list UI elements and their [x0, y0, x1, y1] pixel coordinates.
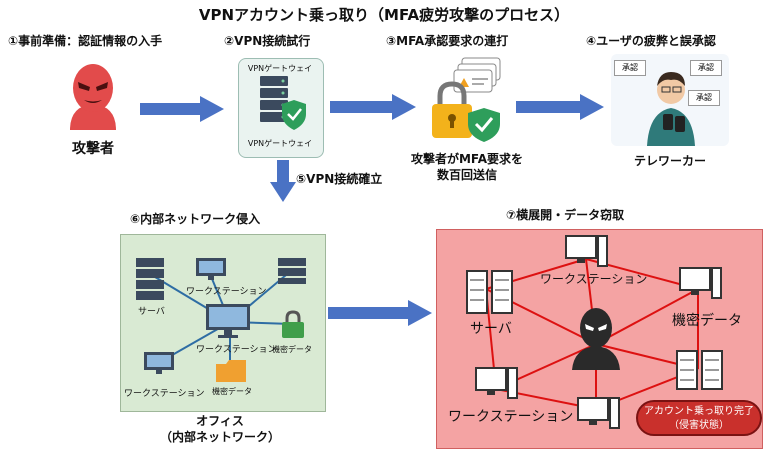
arrow-down-icon: [270, 160, 296, 202]
office-ws-mid-label: ワークステーション: [196, 345, 277, 355]
workstation-outline-icon: [565, 235, 608, 267]
office-confidential-folder-label: 機密データ: [212, 387, 252, 396]
lock-icon: [282, 310, 304, 338]
attacker-icon: [70, 64, 116, 130]
step-3-label: ③MFA承認要求の連打: [386, 34, 509, 48]
arrow-right-icon: [328, 300, 432, 326]
office-confidential-label: 機密データ: [272, 345, 312, 354]
hacker-icon: [572, 308, 620, 370]
vpn-gateway-bottom-label: VPNゲートウェイ: [247, 139, 313, 148]
step-2-label: ②VPN接続試行: [224, 34, 311, 48]
tired-user-icon: [647, 72, 695, 146]
step-5-label: ⑤VPN接続確立: [296, 172, 383, 186]
step-4-label: ④ユーザの疲弊と誤承認: [586, 34, 716, 48]
workstation-outline-icon: [475, 367, 518, 399]
diagram-title: VPNアカウント乗っ取り（MFA疲労攻撃のプロセス）: [198, 6, 570, 24]
step-1-label: ①事前準備：認証情報の入手: [8, 34, 163, 48]
office-caption-line2: （内部ネットワーク）: [159, 430, 280, 444]
mfa-lock-notification-icon: [432, 57, 501, 142]
storage-icon: [278, 258, 306, 284]
teleworker-label: テレワーカー: [633, 154, 706, 168]
workstation-icon: [206, 304, 250, 338]
status-line1: アカウント乗っ取り完了: [644, 406, 754, 417]
vpn-server-shield-icon: [260, 76, 306, 130]
approve-notification: 承認: [614, 60, 646, 76]
server-outline-icon: [466, 270, 513, 314]
monitor-icon: [144, 352, 174, 374]
attacker-label: 攻撃者: [72, 141, 114, 157]
monitor-icon: [196, 258, 226, 280]
server-outline-icon: [676, 350, 723, 390]
office-ws-top-label: ワークステーション: [186, 287, 267, 297]
arrow-right-icon: [330, 94, 416, 120]
office-server-label: サーバ: [138, 307, 165, 317]
status-line2: （侵害状態）: [669, 420, 729, 431]
mfa-caption-line1: 攻撃者がMFA要求を: [410, 152, 524, 166]
approve-notification: 承認: [690, 60, 722, 76]
step-6-label: ⑥内部ネットワーク侵入: [130, 212, 261, 226]
compromised-server-label: サーバ: [470, 321, 512, 337]
mfa-caption-line2: 数百回送信: [436, 168, 497, 182]
compromised-confidential-label: 機密データ: [672, 313, 742, 329]
office-caption-line1: オフィス: [196, 414, 244, 428]
arrow-right-icon: [140, 96, 224, 122]
workstation-outline-icon: [679, 267, 722, 299]
account-takeover-status-badge: アカウント乗っ取り完了 （侵害状態）: [636, 400, 762, 436]
compromised-ws-bottom-label: ワークステーション: [448, 409, 574, 425]
compromised-ws-top-label: ワークステーション: [540, 272, 648, 286]
vpn-gateway-top-label: VPNゲートウェイ: [247, 64, 313, 73]
approve-notification: 承認: [688, 90, 720, 106]
workstation-outline-icon: [577, 397, 620, 429]
folder-icon: [216, 360, 246, 382]
step-7-label: ⑦横展開・データ窃取: [506, 208, 625, 222]
server-icon: [136, 258, 164, 300]
office-ws-bottom-label: ワークステーション: [124, 389, 205, 399]
arrow-right-icon: [516, 94, 604, 120]
